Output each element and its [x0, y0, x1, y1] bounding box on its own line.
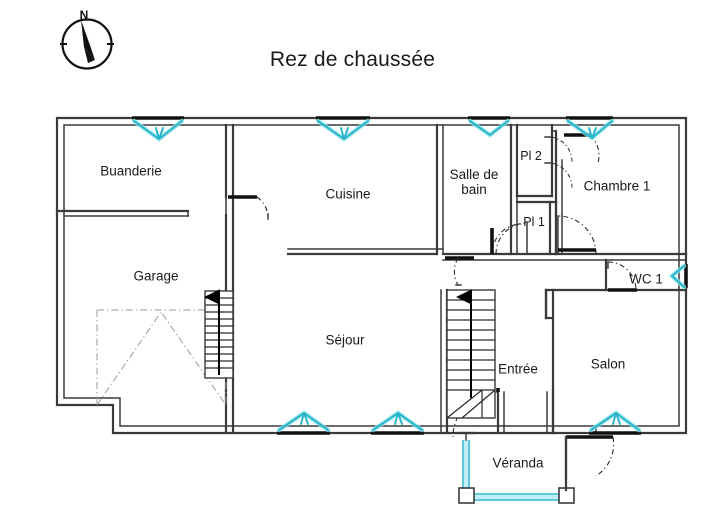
page-title: Rez de chaussée [269, 48, 436, 71]
exterior-walls [55, 116, 688, 435]
staircase-up-garage [204, 289, 234, 379]
doors [228, 133, 637, 480]
veranda-enclosure [457, 431, 575, 504]
staircase-up-entree [446, 289, 496, 419]
interior-walls [55, 123, 688, 435]
windows [131, 116, 688, 435]
svg-text:N: N [80, 8, 89, 22]
north-arrow-compass: N [60, 8, 114, 70]
